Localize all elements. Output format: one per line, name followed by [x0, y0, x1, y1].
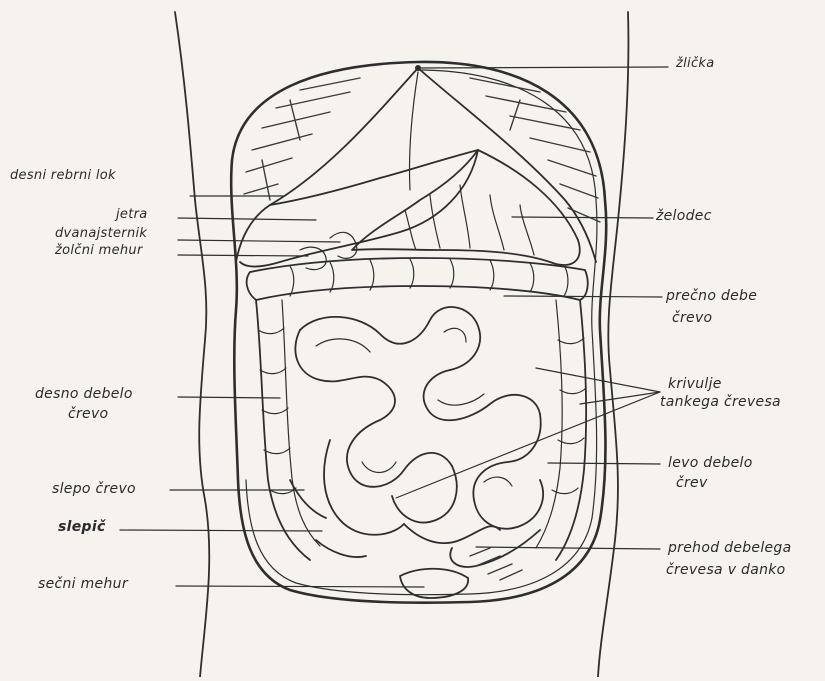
left-body-outline [175, 12, 209, 677]
label-precno-debelo-2: črevo [672, 310, 712, 327]
descending-colon [556, 300, 586, 560]
leader-prehod [476, 547, 660, 549]
ascending-colon [256, 300, 310, 560]
label-zelodec: želodec [656, 208, 712, 225]
label-precno-debelo-1: prečno debe [666, 288, 757, 305]
leader-slepic [120, 530, 322, 531]
label-levo-debelo-1: levo debelo [668, 455, 753, 472]
label-prehod-1: prehod debelega [668, 540, 792, 557]
leader-desno-debelo [178, 397, 280, 398]
label-levo-debelo-2: črev [676, 475, 708, 492]
leader-dvanajsternik [178, 240, 340, 242]
bladder [400, 569, 468, 598]
leader-jetra [178, 218, 316, 220]
transverse-colon [247, 258, 588, 300]
stomach-outline [352, 150, 580, 265]
label-desno-debelo-1: desno debelo [35, 386, 133, 403]
label-slepo-crevo: slepo črevo [52, 481, 136, 498]
leader-krivulje-1 [536, 368, 660, 392]
ascending-colon-inner [282, 300, 320, 546]
leader-zlicka [420, 67, 668, 68]
leader-krivulje-2 [580, 392, 660, 404]
leader-zelodec [512, 217, 653, 218]
sigmoid-colon [450, 530, 540, 567]
small-intestine-loops [295, 307, 543, 543]
label-prehod-2: črevesa v danko [666, 562, 786, 579]
label-dvanajsternik: dvanajsternik [55, 226, 147, 241]
label-desno-debelo-2: črevo [68, 406, 108, 423]
label-slepic: slepič [58, 519, 106, 536]
right-rib-hatching [470, 78, 600, 222]
appendix [316, 540, 366, 557]
leader-lines [120, 67, 668, 587]
label-zolcni-mehur: žolčni mehur [55, 243, 143, 258]
label-jetra: jetra [116, 207, 148, 222]
left-rib-hatching [244, 78, 360, 200]
leader-secni-mehur [176, 586, 424, 587]
leader-krivulje-3 [396, 392, 660, 498]
ascending-colon-haustra [258, 328, 296, 494]
leader-precno-debelo [504, 296, 662, 297]
right-body-outline [598, 12, 628, 677]
rectum-hatching [470, 548, 522, 580]
linea-line [409, 72, 418, 190]
descending-colon-haustra [552, 338, 586, 494]
leader-zolcni-mehur [178, 255, 308, 256]
gallbladder [300, 247, 326, 269]
stomach-veins [405, 185, 534, 255]
label-krivulje-1: krivulje [668, 376, 722, 393]
label-secni-mehur: sečni mehur [38, 576, 128, 593]
label-zlicka: žlička [676, 56, 715, 71]
label-desni-rebrni-lok: desni rebrni lok [10, 168, 116, 183]
leader-levo-debelo [548, 463, 660, 464]
label-krivulje-2: tankega črevesa [660, 394, 781, 411]
